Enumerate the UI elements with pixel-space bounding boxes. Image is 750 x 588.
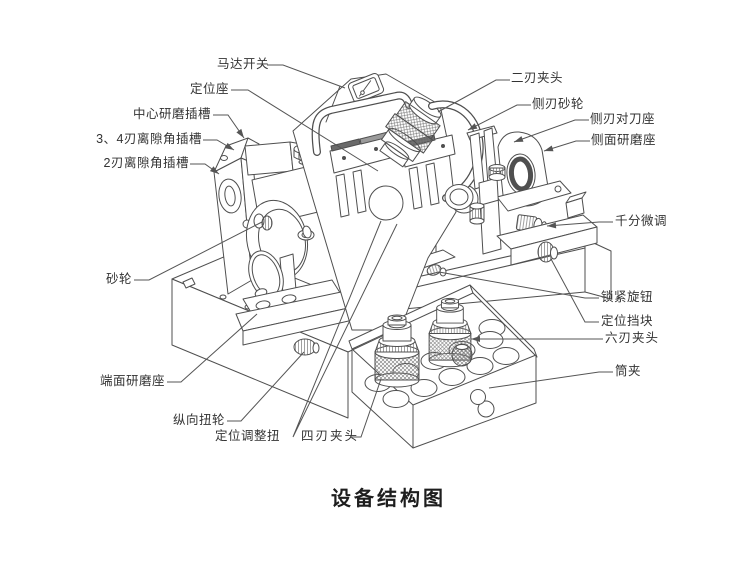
locking-knob-part (426, 264, 442, 276)
relief-slot-block (244, 141, 294, 176)
label-side-edge-tool-seat: 侧刃对刀座 (590, 112, 656, 126)
collet-drawer (348, 284, 538, 449)
diagram-title: 设备结构图 (331, 488, 446, 510)
label-six-flute-collet: 六刃夹头 (605, 331, 660, 345)
label-four-flute-collet: 四刃夹头 (301, 429, 360, 443)
label-locking-knob: 锁紧旋钮 (601, 290, 654, 304)
right-slide-assembly (426, 125, 598, 277)
label-positioning-adjust-knob: 定位调整扭 (214, 429, 280, 443)
label-center-grinding-slot: 中心研磨插槽 (132, 107, 211, 121)
leader-lines (134, 64, 613, 438)
drawer-knob (477, 400, 495, 418)
small-collet-part (451, 343, 473, 367)
leader-arrowheads (209, 123, 557, 342)
label-motor-switch: 马达开关 (216, 57, 269, 71)
two-flute-collet-part (379, 96, 442, 168)
label-side-grinding-seat: 侧面研磨座 (591, 133, 657, 147)
carry-handle (311, 91, 413, 156)
motor-switch-part (347, 72, 385, 104)
label-collet: 筒夹 (615, 364, 642, 378)
label-micrometer-fine-adjust: 千分微调 (615, 214, 668, 228)
longitudinal-knurl-wheel-part (293, 338, 320, 356)
label-side-edge-wheel: 侧刃砂轮 (532, 97, 585, 111)
label-positioning-stop-block: 定位挡块 (601, 314, 654, 328)
label-two-flute-collet: 二刃夹头 (511, 71, 564, 85)
label-relief-slot-34-flute: 3、4刃离隙角插槽 (96, 132, 202, 146)
label-relief-slot-2-flute: 2刃离隙角插槽 (103, 156, 189, 170)
label-positioning-seat: 定位座 (189, 82, 229, 96)
label-grinding-wheel: 砂轮 (105, 272, 132, 286)
label-longitudinal-knurl-wheel: 纵向扭轮 (172, 413, 225, 427)
positioning-adjust-knob-part (368, 185, 404, 221)
label-end-face-grinding-seat: 端面研磨座 (99, 374, 165, 388)
